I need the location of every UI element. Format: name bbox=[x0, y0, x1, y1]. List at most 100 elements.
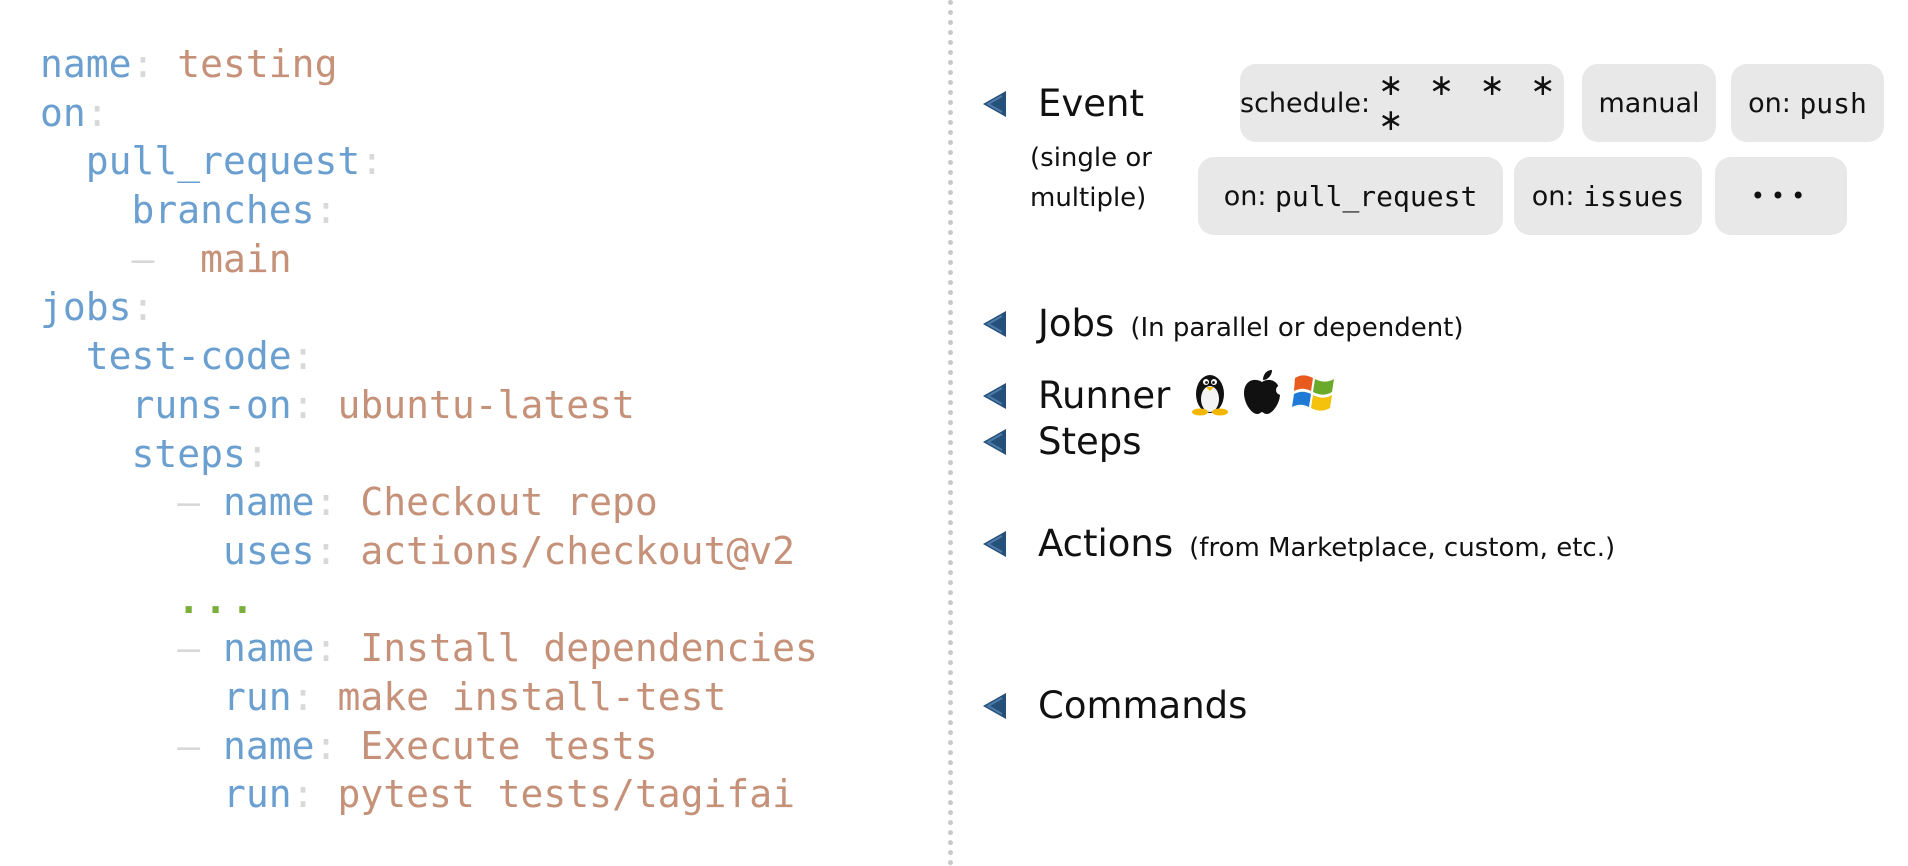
chip-more: ••• bbox=[1715, 157, 1847, 235]
yaml-key: pull_request bbox=[85, 139, 361, 184]
yaml-value: actions/checkout@v2 bbox=[360, 528, 796, 573]
jobs-label: Jobs bbox=[1038, 302, 1115, 345]
yaml-key: name bbox=[223, 723, 315, 768]
yaml-value: Execute tests bbox=[360, 723, 658, 768]
yaml-value: main bbox=[200, 236, 292, 281]
yaml-key: test-code bbox=[85, 334, 292, 379]
actions-label: Actions bbox=[1038, 522, 1174, 565]
code-indent bbox=[40, 578, 177, 622]
code-line: – name: Install dependencies bbox=[40, 624, 818, 673]
triangle-marker-icon bbox=[983, 429, 1006, 455]
code-indent bbox=[40, 237, 132, 281]
yaml-key: name bbox=[40, 42, 132, 86]
yaml-value: pytest tests/tagifai bbox=[337, 772, 796, 817]
code-indent bbox=[40, 626, 177, 670]
key-colon: : bbox=[360, 139, 384, 184]
key-colon: : bbox=[314, 480, 338, 525]
code-indent bbox=[40, 480, 177, 524]
chip-issues: on: issues bbox=[1514, 157, 1702, 235]
yaml-value: Install dependencies bbox=[360, 626, 818, 671]
yaml-value: make install-test bbox=[337, 674, 727, 719]
chip-pull-request: on: pull_request bbox=[1198, 157, 1503, 235]
runner-label: Runner bbox=[1038, 374, 1171, 417]
code-indent bbox=[40, 724, 177, 768]
yaml-value: testing bbox=[177, 42, 338, 86]
code-line: ... bbox=[40, 576, 818, 625]
list-dash: – bbox=[177, 723, 224, 768]
yaml-key: branches bbox=[131, 188, 315, 233]
yaml-key: on bbox=[40, 90, 86, 135]
chip-schedule: schedule: ∗ ∗ ∗ ∗ ∗ bbox=[1240, 64, 1564, 142]
chip-more-dots: ••• bbox=[1750, 182, 1812, 210]
code-indent bbox=[40, 529, 223, 573]
triangle-marker-icon bbox=[983, 91, 1006, 117]
actions-annotation: Actions (from Marketplace, custom, etc.) bbox=[980, 522, 1615, 565]
code-line: branches: bbox=[40, 186, 818, 235]
yaml-key: steps bbox=[131, 431, 246, 476]
windows-icon bbox=[1292, 375, 1335, 411]
code-indent bbox=[40, 772, 223, 816]
chip-manual-text: manual bbox=[1598, 87, 1700, 119]
yaml-key: name bbox=[223, 480, 315, 525]
code-indent bbox=[40, 675, 223, 719]
code-line: test-code: bbox=[40, 332, 818, 381]
key-colon: : bbox=[245, 431, 269, 476]
chip-issues-event: issues bbox=[1583, 179, 1685, 213]
code-indent bbox=[40, 383, 132, 427]
code-line: name: testing bbox=[40, 40, 818, 89]
chip-push: on: push bbox=[1731, 64, 1884, 142]
key-colon: : bbox=[131, 42, 155, 86]
jobs-annotation: Jobs (In parallel or dependent) bbox=[980, 302, 1464, 345]
actions-note: (from Marketplace, custom, etc.) bbox=[1189, 533, 1616, 563]
event-note-line1: (single or bbox=[1030, 143, 1152, 173]
key-colon: : bbox=[85, 90, 109, 135]
commands-label: Commands bbox=[1038, 684, 1248, 727]
list-dash: – bbox=[131, 236, 178, 281]
chip-issues-prefix: on: bbox=[1531, 180, 1575, 212]
key-colon: : bbox=[291, 772, 315, 817]
code-line: run: pytest tests/tagifai bbox=[40, 770, 818, 819]
key-colon: : bbox=[314, 723, 338, 768]
chip-manual: manual bbox=[1582, 64, 1716, 142]
yaml-key: jobs bbox=[40, 285, 132, 330]
list-dash: – bbox=[177, 480, 224, 525]
linux-tux-icon bbox=[1192, 375, 1229, 416]
chip-schedule-prefix: schedule: bbox=[1240, 87, 1371, 119]
dotted-divider bbox=[948, 0, 953, 866]
code-line: pull_request: bbox=[40, 137, 818, 186]
code-ellipsis: ... bbox=[177, 577, 258, 622]
list-dash: – bbox=[177, 626, 224, 671]
code-line: steps: bbox=[40, 430, 818, 479]
event-note: (single or multiple) bbox=[1030, 138, 1152, 218]
steps-label: Steps bbox=[1038, 420, 1142, 463]
key-colon: : bbox=[314, 626, 338, 671]
yaml-key: runs-on bbox=[131, 382, 292, 427]
code-line: run: make install-test bbox=[40, 673, 818, 722]
code-line: – name: Checkout repo bbox=[40, 478, 818, 527]
triangle-marker-icon bbox=[983, 531, 1006, 557]
yaml-key: name bbox=[223, 626, 315, 671]
yaml-value: Checkout repo bbox=[360, 480, 658, 525]
steps-annotation: Steps bbox=[980, 420, 1142, 463]
code-indent bbox=[40, 334, 86, 378]
code-line: – name: Execute tests bbox=[40, 722, 818, 771]
triangle-marker-icon bbox=[983, 311, 1006, 337]
key-colon: : bbox=[291, 382, 315, 427]
yaml-key: run bbox=[223, 674, 292, 719]
chip-push-prefix: on: bbox=[1748, 87, 1791, 119]
key-colon: : bbox=[291, 334, 315, 379]
code-indent bbox=[40, 139, 86, 183]
key-colon: : bbox=[314, 188, 338, 233]
chip-pull-request-event: pull_request bbox=[1275, 179, 1478, 213]
chip-pull-request-prefix: on: bbox=[1223, 180, 1267, 212]
apple-icon bbox=[1244, 370, 1285, 414]
chip-schedule-stars: ∗ ∗ ∗ ∗ ∗ bbox=[1378, 68, 1564, 138]
code-indent bbox=[40, 432, 132, 476]
code-line: on: bbox=[40, 89, 818, 138]
code-line: runs-on: ubuntu-latest bbox=[40, 381, 818, 430]
triangle-marker-icon bbox=[983, 693, 1006, 719]
key-colon: : bbox=[314, 528, 338, 573]
event-annotation: Event bbox=[980, 82, 1144, 125]
